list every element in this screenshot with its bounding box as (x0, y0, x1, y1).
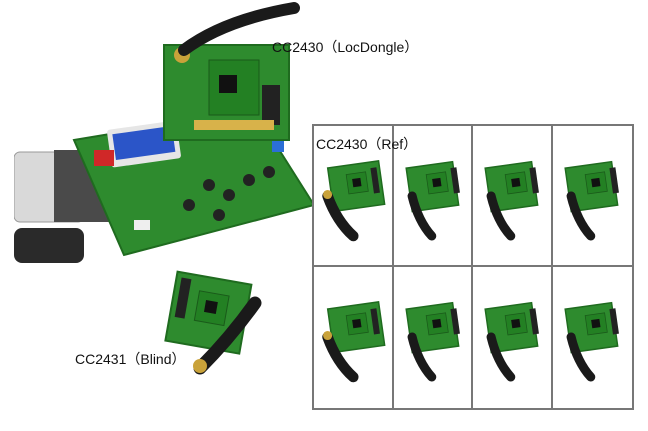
ref-node-cell (552, 126, 632, 267)
ref-node-board (404, 301, 460, 382)
ref-node-cell (473, 126, 553, 267)
ref-node-cell (393, 126, 473, 267)
ref-node-board (563, 301, 619, 382)
main-board-pcb (72, 108, 314, 257)
ref-node-cell (553, 267, 633, 408)
ref-label: CC2430（Ref） (316, 136, 418, 152)
blind-node-image (164, 270, 262, 375)
ref-node-cell (314, 267, 394, 408)
locdongle-label: CC2430（LocDongle） (272, 39, 419, 55)
development-board-image (14, 2, 314, 263)
ref-node-grid (312, 124, 634, 410)
blind-label: CC2431（Blind） (75, 351, 186, 367)
locdongle-board (163, 2, 300, 141)
ref-node-board (322, 159, 386, 242)
ref-node-board (563, 160, 619, 241)
ref-node-cell (394, 267, 473, 408)
ref-node-board (404, 160, 460, 241)
ref-node-board (484, 301, 539, 382)
ref-node-board (484, 160, 539, 241)
ref-node-board (322, 300, 386, 383)
ref-node-cell (314, 126, 394, 267)
ref-node-cell (473, 267, 553, 408)
